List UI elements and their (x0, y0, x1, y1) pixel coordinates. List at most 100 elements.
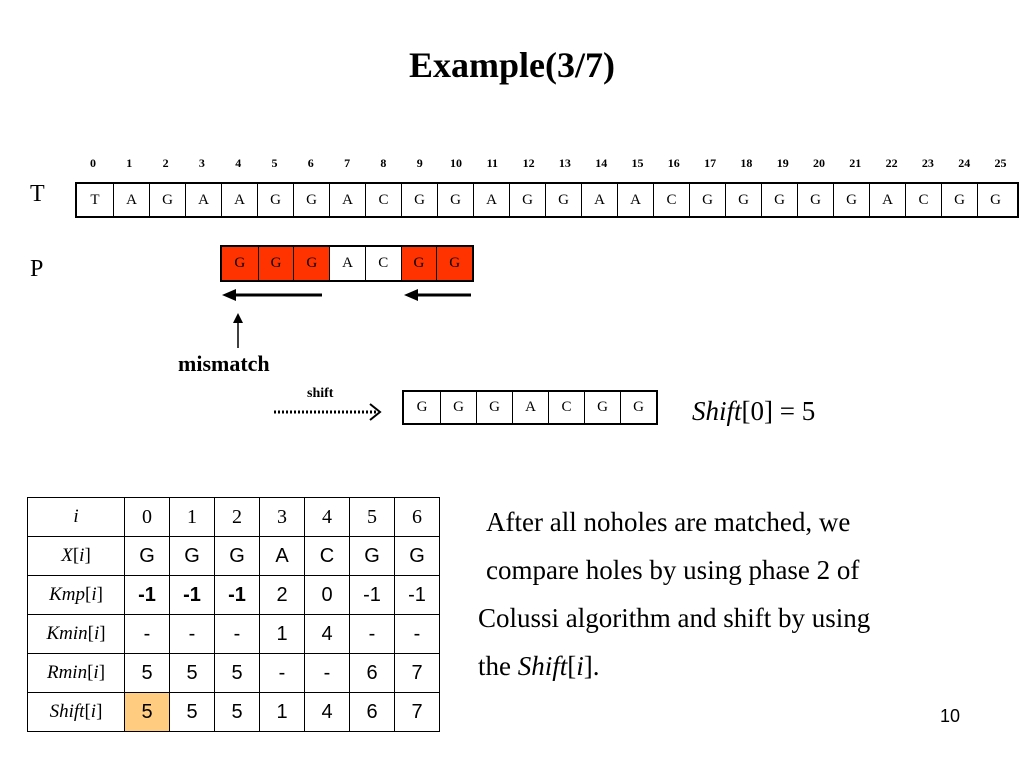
table-cell: - (394, 614, 440, 654)
index-label: 24 (958, 156, 971, 170)
table-cell: -1 (349, 575, 395, 615)
paragraph-line-4: the Shift[i]. (478, 651, 600, 681)
shifted-char-cell: C (548, 392, 584, 423)
row-header-var: i (79, 545, 85, 566)
pattern-char-cell: G (400, 247, 437, 280)
table-row-header: Kmp[i] (27, 575, 125, 615)
text-char-cell: C (653, 184, 689, 216)
pattern-char-cell: G (222, 247, 258, 280)
table-cell: 5 (169, 653, 215, 693)
table-cell: 7 (394, 653, 440, 693)
table-cell: C (304, 536, 350, 576)
shifted-char-cell: G (620, 392, 656, 423)
shifted-char-cell: A (512, 392, 548, 423)
index-label: 15 (631, 156, 644, 170)
table-cell: 1 (259, 692, 305, 732)
shifted-char-cell: G (476, 392, 512, 423)
index-label: 10 (450, 156, 462, 170)
table-cell: 5 (124, 692, 170, 732)
pattern-char-cell: C (364, 247, 401, 280)
table-cell: 6 (349, 692, 395, 732)
text-char-cell: G (437, 184, 473, 216)
index-label: 25 (994, 156, 1007, 170)
index-label: 13 (558, 156, 571, 170)
index-label: 4 (235, 156, 242, 170)
table-header-cell: 1 (169, 497, 215, 537)
text-char-cell: C (365, 184, 401, 216)
table-cell: - (259, 653, 305, 693)
table-row-header: Shift[i] (27, 692, 125, 732)
text-char-cell: G (761, 184, 797, 216)
row-header-name: Kmp (49, 584, 85, 605)
index-label: 20 (813, 156, 825, 170)
paragraph-line-4-var: i (576, 651, 584, 681)
index-label: 14 (595, 156, 608, 170)
paragraph-line-2: compare holes by using phase 2 of (486, 555, 860, 585)
text-label: T (30, 181, 45, 207)
table-header-cell: 4 (304, 497, 350, 537)
table-cell: G (124, 536, 170, 576)
shift-equation: Shift[0] = 5 (692, 396, 815, 427)
table-cell: -1 (214, 575, 260, 615)
text-char-cell: C (905, 184, 941, 216)
table-cell: 4 (304, 692, 350, 732)
table-cell: G (394, 536, 440, 576)
table-cell: 5 (169, 692, 215, 732)
text-char-cell: G (977, 184, 1013, 216)
table-cell: 5 (214, 692, 260, 732)
table-cell: 5 (214, 653, 260, 693)
table-cell: - (124, 614, 170, 654)
row-header-var: i (91, 584, 97, 605)
table-cell: 0 (304, 575, 350, 615)
index-label: 8 (380, 156, 387, 170)
table-cell: -1 (169, 575, 215, 615)
shifted-char-cell: G (440, 392, 476, 423)
text-char-cell: G (941, 184, 977, 216)
text-char-cell: G (833, 184, 869, 216)
text-char-cell: A (581, 184, 617, 216)
paragraph-line-1: After all noholes are matched, we (486, 507, 851, 537)
row-header-var: i (90, 701, 97, 722)
page-number: 10 (940, 706, 961, 726)
table-header-cell: 5 (349, 497, 395, 537)
index-label: 2 (162, 156, 169, 170)
table-row-header: Kmin[i] (27, 614, 125, 654)
text-char-cell: A (473, 184, 509, 216)
table-header-cell: 0 (124, 497, 170, 537)
table-cell: - (214, 614, 260, 654)
shifted-char-cell: G (416, 399, 428, 415)
paragraph-line-4-suffix: ]. (583, 651, 600, 681)
table-cell: -1 (394, 575, 440, 615)
mismatch-label: mismatch (178, 351, 270, 376)
table-cell: A (259, 536, 305, 576)
pattern-char-cell: G (257, 247, 294, 280)
table-cell: - (349, 614, 395, 654)
table-cell: 4 (304, 614, 350, 654)
table-header-cell: 3 (259, 497, 305, 537)
table-cell: 7 (394, 692, 440, 732)
pattern-char-cell: G (436, 247, 473, 280)
pattern-char-cell: G (293, 247, 330, 280)
paragraph-line-4-name: Shift (517, 651, 568, 681)
index-label: 3 (198, 156, 205, 170)
text-char-cell: A (113, 184, 149, 216)
index-label: 9 (416, 156, 423, 170)
table-cell: -1 (124, 575, 170, 615)
table-cell: 6 (349, 653, 395, 693)
table-row-header: i (27, 497, 125, 537)
text-char-cell: A (869, 184, 905, 216)
text-char-cell: G (797, 184, 833, 216)
shift-arrow (274, 403, 382, 421)
text-char-cell: G (725, 184, 761, 216)
table-row-header: X[i] (27, 536, 125, 576)
text-char-cell: A (329, 184, 365, 216)
index-label: 23 (921, 156, 934, 170)
text-char-cell: T (90, 191, 100, 208)
